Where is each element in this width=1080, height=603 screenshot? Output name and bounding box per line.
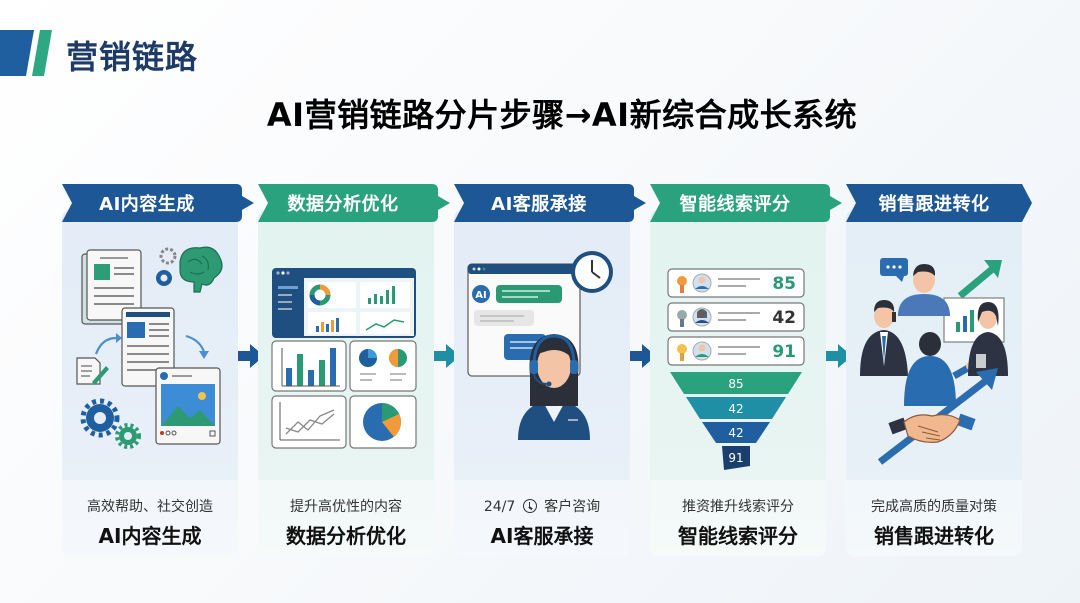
ai-chat-agent-headset-clock-icon: AI bbox=[454, 226, 630, 480]
step-title: AI内容生成 bbox=[98, 524, 202, 548]
clock-icon bbox=[522, 499, 537, 513]
svg-text:85: 85 bbox=[728, 377, 743, 391]
step-chevron-5: 销售跟进转化 bbox=[846, 180, 1046, 226]
svg-text:91: 91 bbox=[728, 451, 743, 465]
step-title: 智能线索评分 bbox=[678, 524, 798, 548]
step-caption: 提升高优性的内容 数据分析优化 bbox=[258, 480, 434, 556]
svg-text:42: 42 bbox=[728, 402, 743, 416]
marketing-pipeline: AI内容生成 bbox=[62, 180, 1042, 560]
svg-text:42: 42 bbox=[772, 308, 796, 328]
step-subtitle: 完成高质的质量对策 bbox=[871, 499, 997, 515]
lead-score-funnel-icon: 85 42 91 85 bbox=[650, 226, 826, 480]
step-chevron-4: 智能线索评分 bbox=[650, 180, 850, 226]
arrow-right-icon bbox=[434, 344, 460, 368]
page-title: AI营销链路分片步骤→AI新综合成长系统 bbox=[266, 96, 858, 134]
lead-card: 42 bbox=[667, 302, 805, 332]
arrow-right-icon bbox=[630, 344, 656, 368]
step-ai-customer-service: AI客服承接 AI bbox=[454, 180, 646, 560]
step-title: AI客服承接 bbox=[490, 524, 594, 548]
arrow-right-icon bbox=[238, 344, 264, 368]
step-subtitle: 推资推升线索评分 bbox=[682, 499, 794, 515]
analytics-dashboard-charts-icon bbox=[258, 226, 434, 480]
step-caption: 完成高质的质量对策 销售跟进转化 bbox=[846, 480, 1022, 556]
step-caption: 24/7 客户咨询 AI客服承接 bbox=[454, 480, 630, 556]
step-caption: 高效帮助、社交创造 AI内容生成 bbox=[62, 480, 238, 556]
lead-card: 85 bbox=[667, 268, 805, 298]
step-caption: 推资推升线索评分 智能线索评分 bbox=[650, 480, 826, 556]
lead-card: 91 bbox=[667, 336, 805, 366]
step-title: 销售跟进转化 bbox=[874, 524, 994, 548]
step-chevron-1: AI内容生成 bbox=[62, 180, 262, 226]
step-subtitle: 24/7 客户咨询 bbox=[483, 499, 601, 515]
step-chevron-3: AI客服承接 bbox=[454, 180, 654, 226]
svg-text:42: 42 bbox=[728, 426, 743, 440]
section-title: 营销链路 bbox=[66, 38, 199, 76]
step-lead-scoring: 智能线索评分 85 42 bbox=[650, 180, 842, 560]
svg-text:85: 85 bbox=[772, 274, 796, 294]
svg-text:91: 91 bbox=[772, 342, 796, 362]
step-subtitle: 高效帮助、社交创造 bbox=[87, 499, 213, 515]
step-subtitle: 提升高优性的内容 bbox=[290, 499, 402, 515]
step-title: 数据分析优化 bbox=[286, 524, 406, 548]
step-data-analysis: 数据分析优化 bbox=[258, 180, 450, 560]
sales-team-handshake-growth-icon bbox=[846, 226, 1022, 480]
step-sales-conversion: 销售跟进转化 bbox=[846, 180, 1032, 560]
svg-text:AI: AI bbox=[475, 290, 486, 301]
brand-stripe-icon bbox=[0, 30, 52, 76]
step-chevron-2: 数据分析优化 bbox=[258, 180, 458, 226]
arrow-right-icon bbox=[826, 344, 852, 368]
step-ai-content-generation: AI内容生成 bbox=[62, 180, 254, 560]
documents-gears-brain-social-post-icon bbox=[62, 226, 238, 480]
